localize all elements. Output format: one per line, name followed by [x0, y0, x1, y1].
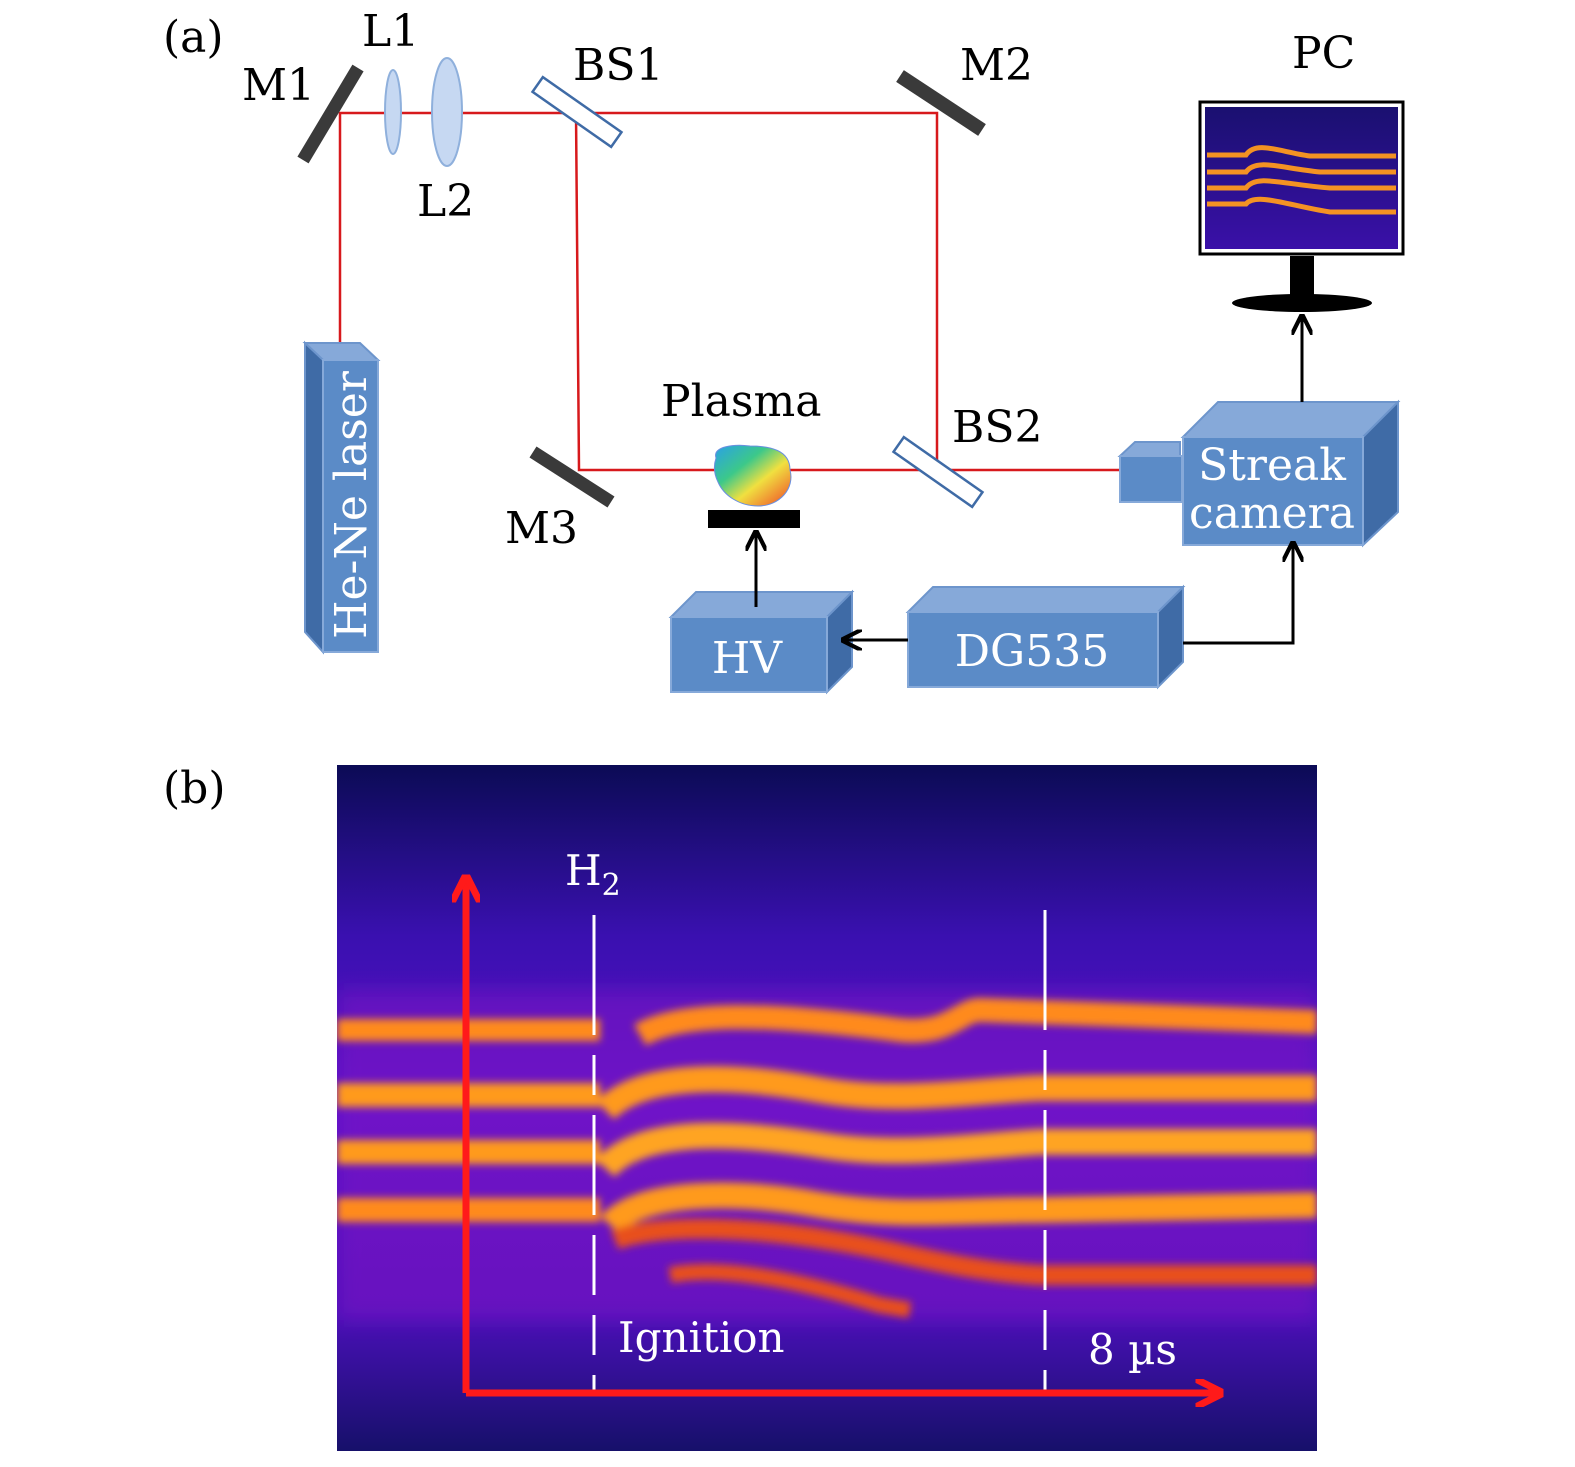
- signal-arrows: [756, 316, 1302, 643]
- streak-label-line2: camera: [1189, 488, 1355, 539]
- l2-label: L2: [417, 176, 474, 227]
- streak-camera: Streak camera: [1117, 399, 1401, 548]
- bs1-label: BS1: [573, 40, 663, 91]
- mirror-m2: [896, 70, 986, 136]
- plasma-source: [708, 444, 800, 528]
- gas-label: H2: [565, 846, 621, 903]
- plasma-label: Plasma: [661, 376, 821, 427]
- time-label: 8 µs: [1088, 1325, 1177, 1374]
- panel-b: (b): [163, 763, 1317, 1451]
- l1-label: L1: [362, 6, 419, 57]
- mirror-m1: [297, 64, 364, 164]
- streak-label-line1: Streak: [1198, 440, 1346, 491]
- pc-monitor: [1198, 100, 1405, 312]
- hv-label: HV: [712, 633, 783, 684]
- axes: [466, 880, 1218, 1393]
- lens-l1: [384, 69, 402, 155]
- mirror-m3: [529, 446, 615, 508]
- beam-splitter-bs1: [530, 75, 624, 149]
- dg-label: DG535: [955, 626, 1109, 677]
- bs2-label: BS2: [952, 402, 1042, 453]
- ignition-label: Ignition: [618, 1313, 785, 1362]
- beam-splitter-bs2: [891, 435, 985, 509]
- panel-a: (a) He-Ne laser M1 L1 L2 BS1 M2: [163, 6, 1405, 695]
- dg535-delay-generator: DG535: [905, 584, 1186, 690]
- time-markers: [592, 910, 1047, 1390]
- panel-b-label: (b): [163, 763, 226, 814]
- m1-label: M1: [242, 60, 315, 111]
- panel-a-label: (a): [163, 12, 224, 63]
- m3-label: M3: [505, 503, 578, 554]
- laser-beam-path: [338, 111, 1120, 472]
- streak-image: H2 Ignition 8 µs: [337, 765, 1317, 1451]
- laser-label: He-Ne laser: [326, 370, 377, 639]
- lens-l2: [431, 57, 463, 167]
- hv-supply: HV: [668, 589, 855, 695]
- m2-label: M2: [960, 40, 1033, 91]
- pc-label: PC: [1292, 28, 1355, 79]
- he-ne-laser: He-Ne laser: [302, 340, 381, 655]
